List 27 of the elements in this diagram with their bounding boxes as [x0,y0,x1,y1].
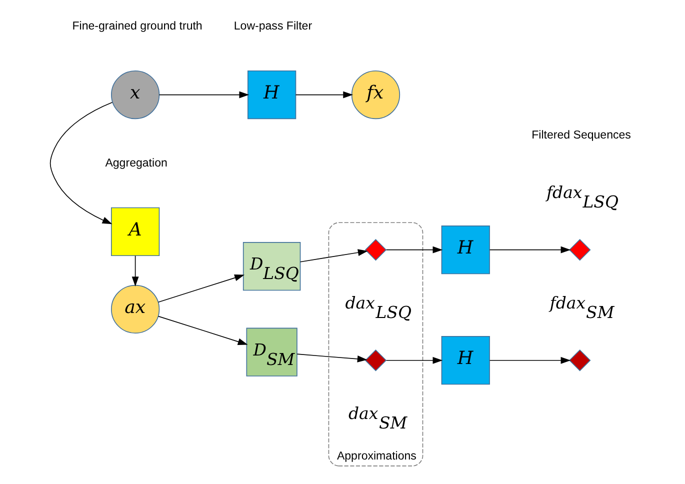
node-circle: ax [110,284,160,334]
arrow [132,255,139,287]
arrow [158,316,248,346]
node-label: Aggregation [105,157,168,170]
arrow [489,246,571,254]
node-diamond [364,238,387,261]
arrow [296,354,368,362]
arrow [50,102,113,224]
arrow [300,249,368,262]
node-diamond [568,238,591,261]
arrow [158,91,250,98]
node-diamond [568,349,591,372]
node-box: H [441,226,490,274]
node-circle: fx [351,70,400,120]
node-label: Fine-grained ground truth [72,20,202,32]
arrow [295,91,354,98]
arrow [489,356,571,364]
arrow [158,274,244,303]
node-diamond [364,349,387,372]
node-circle: x [110,70,160,120]
node-label: Low-pass Filter [234,20,312,32]
node-box: H [247,70,296,120]
arrow [386,356,443,364]
node-box: H [441,336,490,385]
arrow [386,246,443,254]
node-box: A [110,207,160,256]
label: Filtered Sequences [532,129,631,142]
